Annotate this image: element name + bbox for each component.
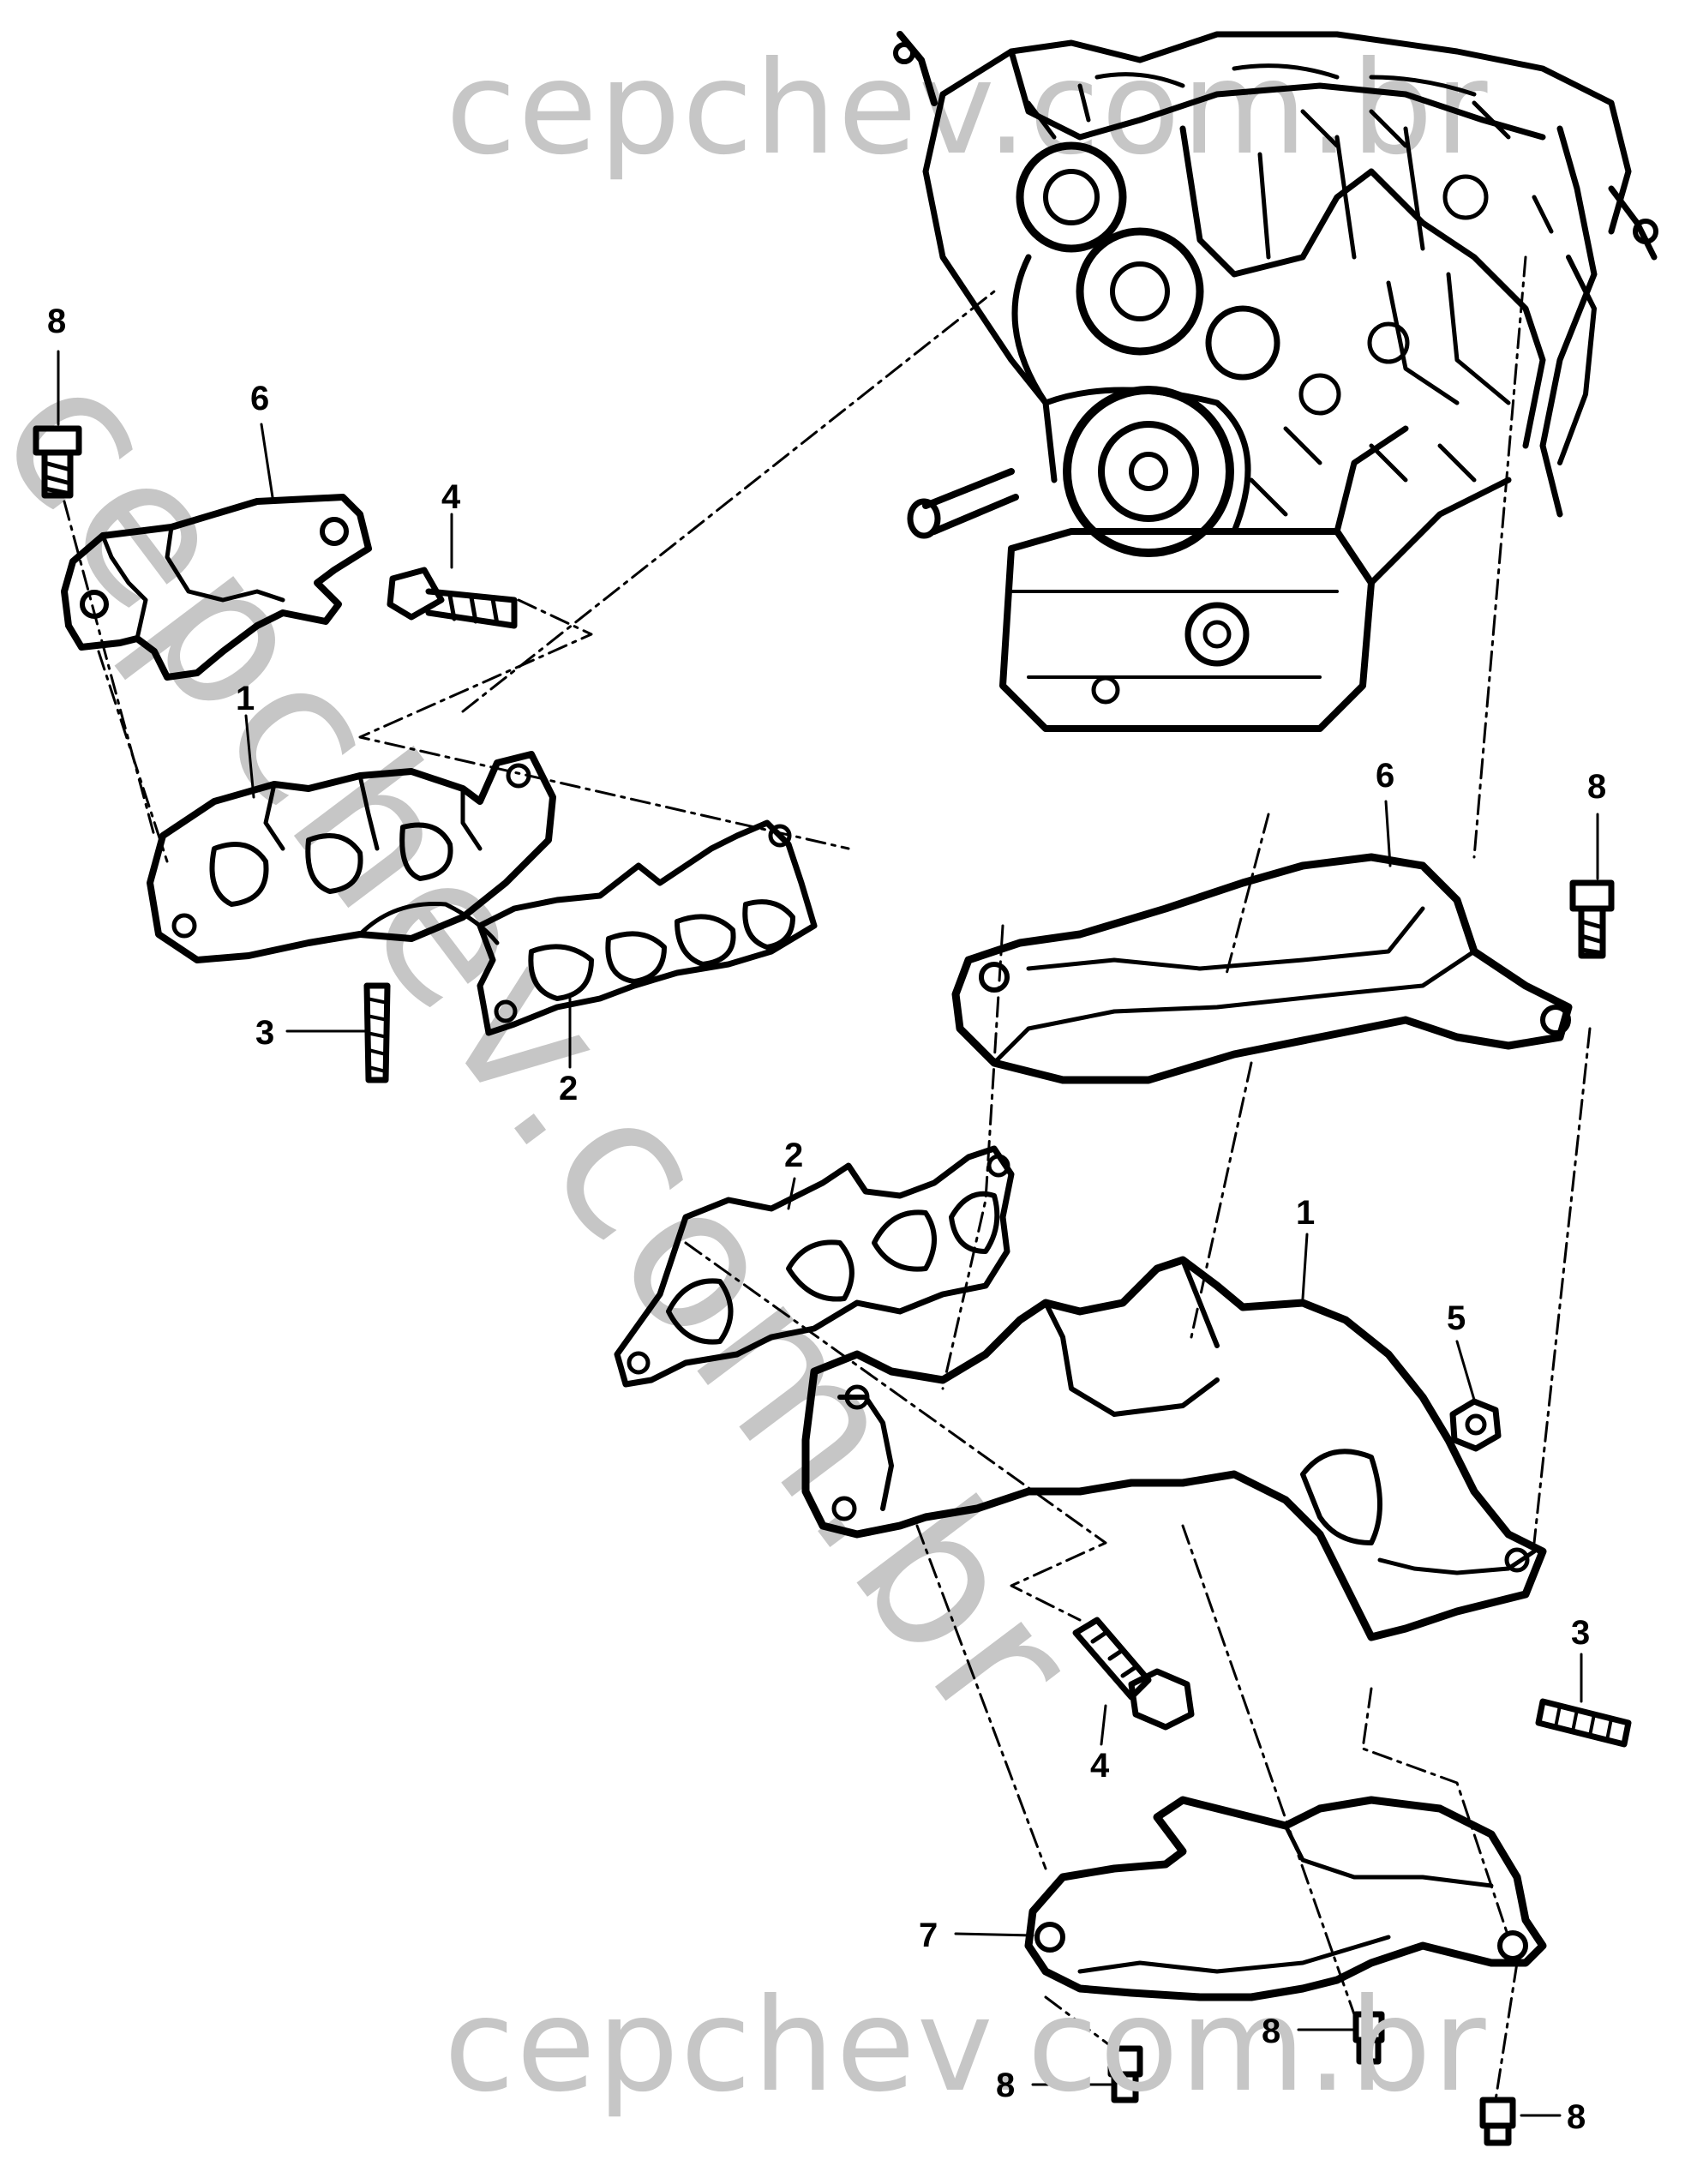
gasket-2-left: [477, 819, 818, 1036]
watermark-top: cepchev.com.br: [446, 34, 1490, 183]
callout-5: 5: [1447, 1299, 1466, 1337]
callout-3-right: 3: [1571, 1614, 1591, 1652]
callout-1-left: 1: [236, 680, 255, 717]
heat-shield-left: [61, 494, 372, 681]
nut-5: [1449, 1398, 1502, 1452]
bolt-8-lower-right: [1479, 2097, 1516, 2146]
callout-2-right: 2: [784, 1137, 804, 1174]
callout-4-left: 4: [441, 478, 461, 516]
callout-1-right: 1: [1296, 1194, 1316, 1232]
exhaust-manifold-right: [801, 1256, 1547, 1641]
callout-8-lower-middle: 8: [1262, 2013, 1281, 2050]
callout-8-right-upper: 8: [1587, 768, 1607, 806]
exhaust-manifold-left: [147, 751, 556, 963]
callout-8-upper-left: 8: [47, 303, 67, 340]
bolt-4-left: [387, 567, 518, 629]
watermark-bottom: cepchev.com.br: [444, 1971, 1488, 2121]
callout-6-right: 6: [1376, 757, 1395, 795]
callout-2-left: 2: [559, 1070, 579, 1107]
bolt-8-right-upper: [1569, 879, 1615, 959]
heat-shield-lower: [1024, 1796, 1547, 2001]
bolt-8-upper-left: [33, 425, 82, 499]
engine-assembly: [893, 31, 1658, 732]
bolt-8-lower-left: [1107, 2045, 1143, 2103]
bolt-4-right: [1072, 1617, 1195, 1731]
callout-4-right: 4: [1090, 1747, 1110, 1785]
callout-8-lower-left: 8: [996, 2067, 1016, 2104]
gasket-2-right: [614, 1145, 1015, 1388]
callout-7: 7: [919, 1917, 938, 1954]
stud-3-right: [1535, 1698, 1632, 1748]
heat-shield-right: [951, 853, 1573, 1084]
alignment-lines: [63, 255, 1592, 2102]
bolt-8-lower-middle: [1352, 2011, 1385, 2065]
callout-6-left: 6: [250, 380, 270, 417]
callout-8-lower-right: 8: [1567, 2098, 1586, 2136]
stud-3-left: [363, 982, 391, 1083]
callout-3-left: 3: [255, 1014, 275, 1052]
leader-lines: [57, 350, 1599, 2117]
